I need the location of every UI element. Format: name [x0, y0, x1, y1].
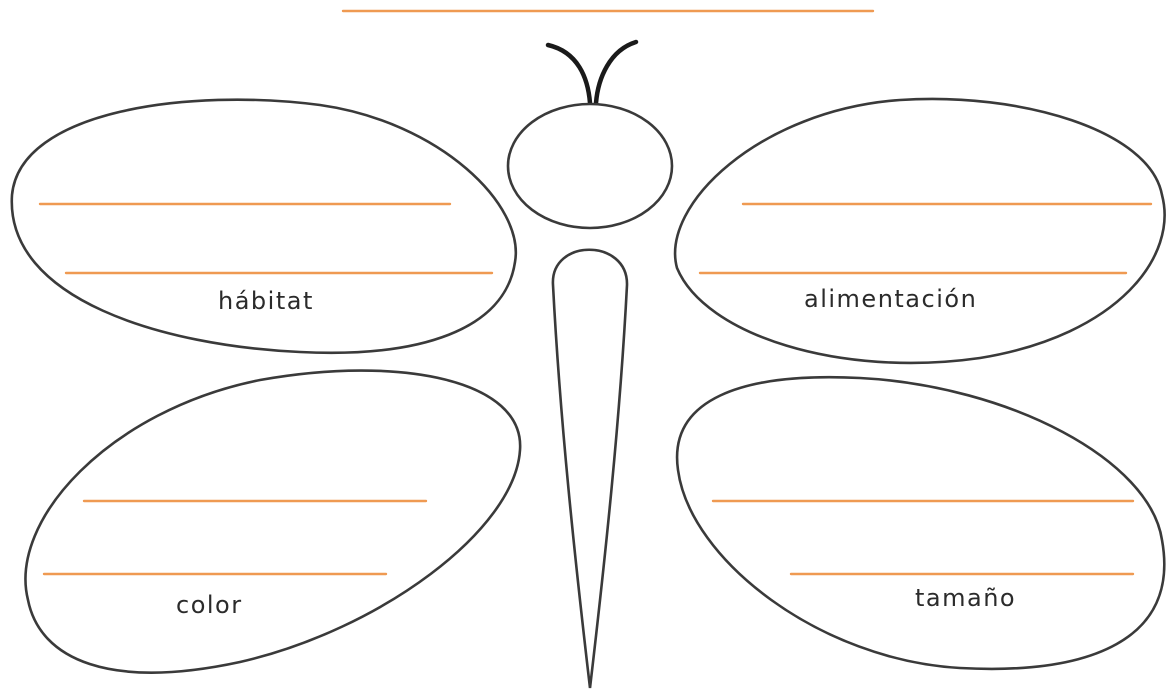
dragonfly-body: [553, 250, 627, 688]
wing-label-color: color: [176, 593, 243, 617]
wing-top-right: [675, 99, 1164, 363]
left-antenna: [548, 45, 590, 103]
dragonfly-head: [508, 104, 672, 228]
wing-bottom-right: [677, 377, 1164, 669]
wing-label-habitat: hábitat: [218, 289, 314, 313]
right-antenna: [596, 42, 636, 103]
wing-label-alimentacion: alimentación: [804, 287, 977, 311]
wing-label-tamano: tamaño: [915, 586, 1016, 610]
wing-bottom-left: [25, 371, 520, 673]
